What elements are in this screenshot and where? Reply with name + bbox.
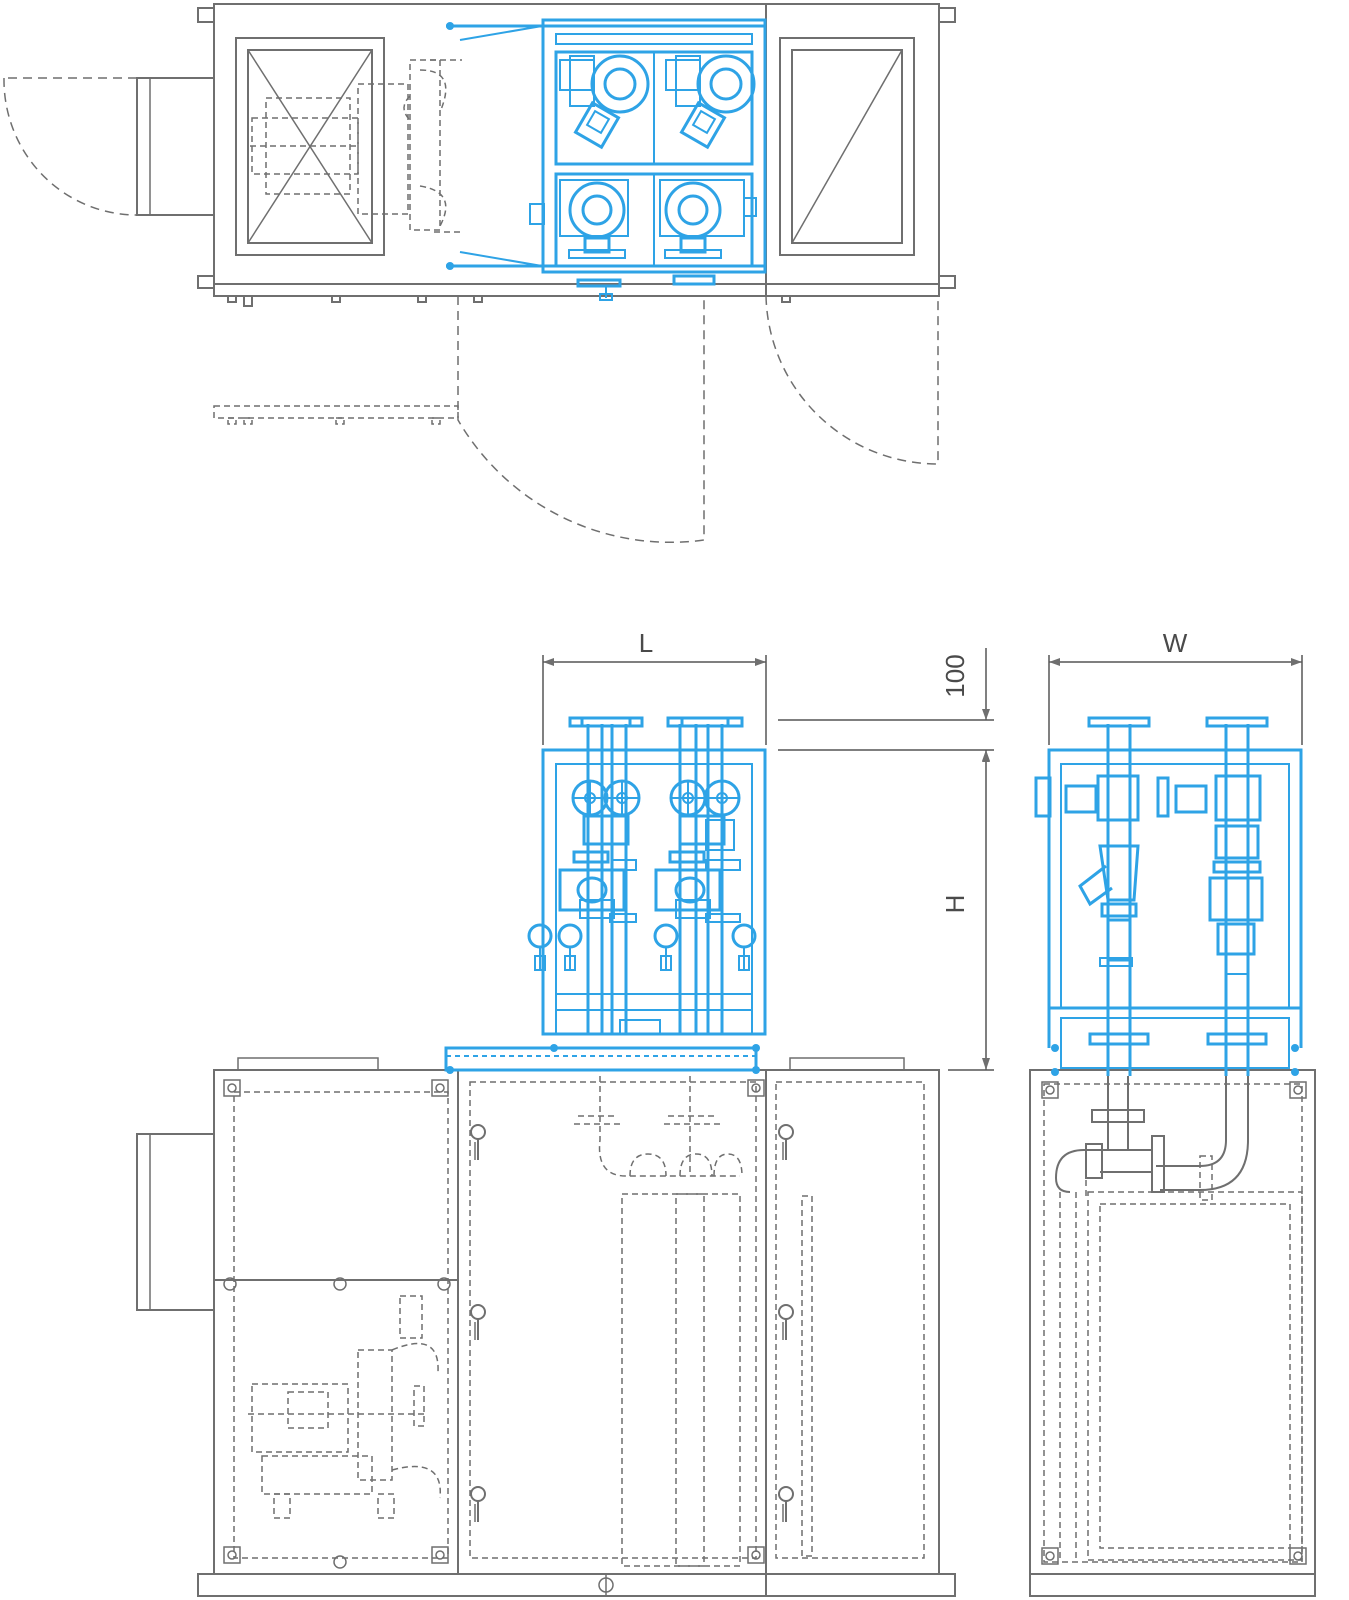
top-view <box>3 3 956 543</box>
clearance-label: 100 <box>940 654 970 697</box>
heat-exchanger <box>779 37 915 256</box>
coil-section <box>235 37 385 256</box>
housing-front <box>213 1069 940 1575</box>
pump-module-top <box>446 18 767 301</box>
width-label: W <box>1163 628 1188 658</box>
housing-side <box>1029 1069 1316 1575</box>
dimensions: L W 100 H <box>542 628 1303 1071</box>
side-view <box>1029 716 1316 1597</box>
door-swing-arc <box>457 296 705 543</box>
duct-connection <box>136 77 215 216</box>
height-label: H <box>940 895 970 914</box>
length-label: L <box>639 628 653 658</box>
front-view <box>136 716 956 1597</box>
removed-panel <box>213 405 459 419</box>
pump-module-front <box>444 716 767 1074</box>
door-swing-arc-right <box>765 295 939 465</box>
pump-module-side <box>1034 716 1303 1076</box>
